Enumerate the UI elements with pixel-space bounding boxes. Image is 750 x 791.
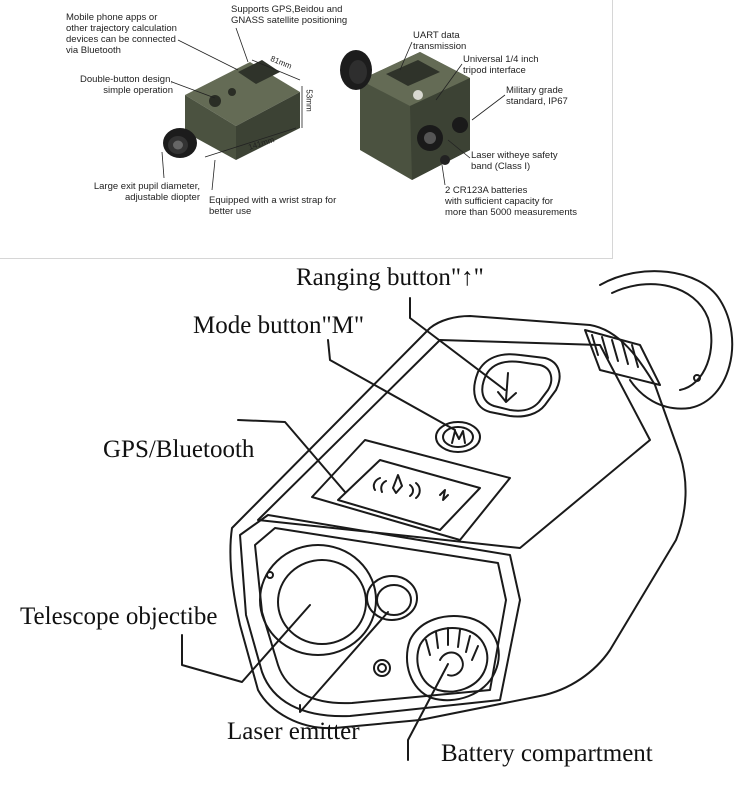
height-dimension: 53mm (304, 89, 314, 112)
laser-emitter-label: Laser emitter (227, 718, 360, 745)
product-photo-panel: Mobile phone apps or other trajectory ca… (0, 0, 613, 259)
double-button-callout: Double-button design, simple operation (80, 74, 173, 96)
device-right-photo (340, 50, 470, 180)
laser-safety-callout: Laser witheye safety band (Class I) (471, 150, 558, 172)
gps-bluetooth-label: GPS/Bluetooth (103, 436, 255, 463)
ranging-button-label: Ranging button"↑" (296, 264, 484, 291)
military-callout: Military grade standard, IP67 (506, 85, 568, 107)
wrist-strap-callout: Equipped with a wrist strap for better u… (209, 195, 337, 217)
tripod-callout: Universal 1/4 inch tripod interface (463, 54, 539, 76)
mode-button-label: Mode button"M" (193, 312, 365, 339)
exit-pupil-callout: Large exit pupil diameter, adjustable di… (93, 181, 200, 203)
product-photos (161, 27, 506, 191)
uart-callout: UART data transmission (413, 30, 467, 52)
batteries-callout: 2 CR123A batteries with sufficient capac… (445, 185, 578, 218)
battery-compartment-label: Battery compartment (441, 740, 653, 767)
telescope-objective-label: Telescope objectibe (20, 603, 218, 630)
bluetooth-callout: Mobile phone apps or other trajectory ca… (66, 12, 177, 56)
device-left-photo (163, 60, 300, 160)
gps-callout: Supports GPS,Beidou and GNASS satellite … (231, 4, 348, 26)
